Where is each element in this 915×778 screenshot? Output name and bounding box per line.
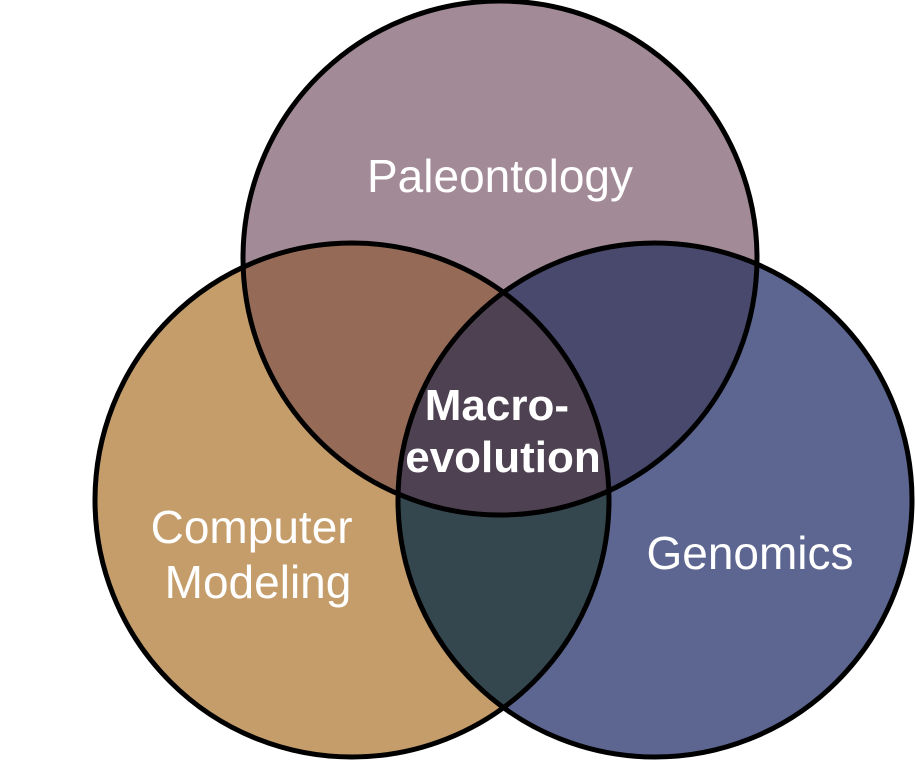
genomics-outline — [395, 240, 915, 760]
macroevolution-label: Macro- evolution — [405, 381, 601, 482]
macroevolution-label-line-2: evolution — [405, 433, 601, 482]
computer-modeling-label-line-1: Computer — [151, 501, 353, 553]
genomics-label: Genomics — [646, 527, 853, 579]
computer-modeling-outline — [92, 240, 612, 760]
computer-modeling-label: Computer Modeling — [151, 501, 366, 608]
paleontology-outline — [240, 0, 760, 518]
paleontology-label: Paleontology — [367, 150, 633, 202]
macroevolution-label-line-1: Macro- — [425, 381, 569, 430]
computer-modeling-label-line-2: Modeling — [165, 556, 352, 608]
center-overlap — [398, 243, 609, 515]
